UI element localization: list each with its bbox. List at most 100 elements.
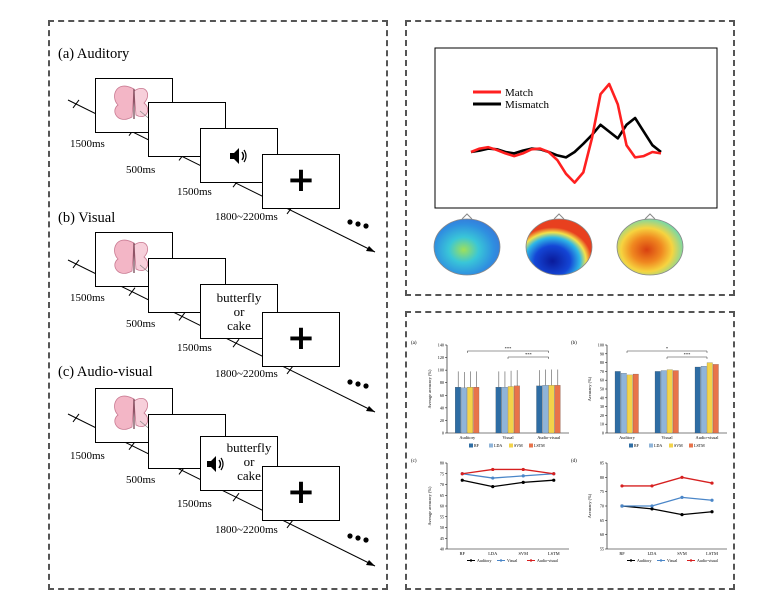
legend-label: RF <box>474 443 480 448</box>
butterfly-wing <box>133 87 149 117</box>
y-tick-label: 0 <box>602 431 604 436</box>
ellipsis-dots <box>355 535 361 541</box>
y-tick-label: 40 <box>440 547 444 552</box>
legend-label: LDA <box>654 443 662 448</box>
butterfly-wing <box>133 397 149 427</box>
butterfly-image <box>114 395 153 432</box>
legend-swatch <box>529 443 533 448</box>
bar <box>501 387 508 434</box>
legend-swatch <box>689 443 693 448</box>
legend-label-match: Match <box>505 87 534 99</box>
timeline-tick <box>72 413 80 423</box>
y-tick-label: 45 <box>440 536 444 541</box>
data-point <box>620 504 624 508</box>
x-tick-label: LDA <box>488 551 498 556</box>
x-tick-label: RF <box>460 551 466 556</box>
panel-label: (b) <box>571 341 577 346</box>
time-label: 1500ms <box>70 450 105 462</box>
arrow-head <box>366 560 375 566</box>
legend-label: Audio-visual <box>697 558 719 563</box>
data-point <box>710 510 714 514</box>
series-line <box>621 505 713 516</box>
legend-marker <box>469 559 473 562</box>
word-line: or <box>243 454 255 469</box>
y-tick-label: 55 <box>600 547 604 552</box>
y-tick-label: 50 <box>600 387 604 392</box>
topomap-1 <box>433 213 501 276</box>
butterfly-wing <box>114 239 135 274</box>
significance-bracket <box>626 350 708 353</box>
legend-label: LDA <box>494 443 502 448</box>
y-tick-label: 20 <box>600 413 604 418</box>
y-tick-label: 140 <box>438 343 444 348</box>
data-point <box>460 472 464 476</box>
y-axis-label: Average accuracy (%) <box>427 369 432 408</box>
timeline-tick <box>178 312 186 321</box>
word-line: cake <box>237 468 261 483</box>
x-tick-label: Audio-visual <box>537 435 561 440</box>
y-tick-label: 60 <box>440 504 444 509</box>
data-point <box>680 475 684 479</box>
ellipsis-dots <box>363 383 369 389</box>
ellipsis-dots <box>347 533 353 539</box>
bar <box>712 364 719 434</box>
x-tick-label: LSTM <box>706 551 718 556</box>
bar <box>467 387 474 434</box>
legend-label: Auditory <box>637 558 651 563</box>
time-label: 500ms <box>126 318 156 330</box>
y-tick-label: 55 <box>440 514 444 519</box>
legend-label: LSTM <box>694 443 705 448</box>
speaker-icon <box>207 456 224 472</box>
bar <box>507 386 514 434</box>
speaker-wave <box>220 457 224 471</box>
time-label: 1800~2200ms <box>215 211 278 223</box>
timeline-tick <box>286 519 294 529</box>
x-tick-label: LDA <box>647 551 657 556</box>
ellipsis-dots <box>363 537 369 543</box>
significance-bracket <box>666 356 708 359</box>
word-line: cake <box>227 318 251 333</box>
y-tick-label: 20 <box>440 418 444 423</box>
butterfly-wing <box>114 85 135 120</box>
bar <box>614 371 621 434</box>
y-tick-label: 80 <box>600 360 604 365</box>
butterfly-wing <box>114 395 135 430</box>
ellipsis-dots <box>363 223 369 229</box>
fixation-frame-audiovisual: + <box>262 466 340 521</box>
bar <box>672 370 679 434</box>
time-label: 1500ms <box>70 292 105 304</box>
bar <box>654 371 661 434</box>
legend-swatch <box>489 443 493 448</box>
significance-bracket <box>467 350 549 353</box>
series-line <box>622 496 713 507</box>
y-tick-label: 75 <box>600 489 604 494</box>
data-point <box>650 507 654 511</box>
y-tick-label: 65 <box>440 493 444 498</box>
time-label: 1800~2200ms <box>215 524 278 536</box>
fixation-frame-visual: + <box>262 312 340 367</box>
data-point <box>491 467 495 472</box>
y-tick-label: 75 <box>440 471 444 476</box>
timeline-tick <box>232 492 240 502</box>
data-point <box>521 474 525 478</box>
y-tick-label: 120 <box>438 355 444 360</box>
word-line: butterfly <box>216 290 262 305</box>
timeline-tick <box>72 259 80 269</box>
y-tick-label: 80 <box>440 461 444 466</box>
legend-swatch <box>469 443 473 448</box>
series-line <box>622 476 713 487</box>
data-point <box>680 495 684 499</box>
bar <box>694 366 701 434</box>
significance-mark: *** <box>505 346 513 351</box>
y-tick-label: 30 <box>600 404 604 409</box>
y-tick-label: 70 <box>600 369 604 374</box>
speaker-wave <box>243 149 247 163</box>
bar <box>700 366 707 434</box>
legend-marker <box>629 559 633 562</box>
bar <box>455 387 461 434</box>
bar <box>666 369 673 434</box>
erp-plot-frame <box>434 47 718 209</box>
time-label: 1500ms <box>177 342 212 354</box>
paradigm-panel: (a) Auditory + 1500ms 500ms 1500ms 1800~… <box>48 20 388 590</box>
